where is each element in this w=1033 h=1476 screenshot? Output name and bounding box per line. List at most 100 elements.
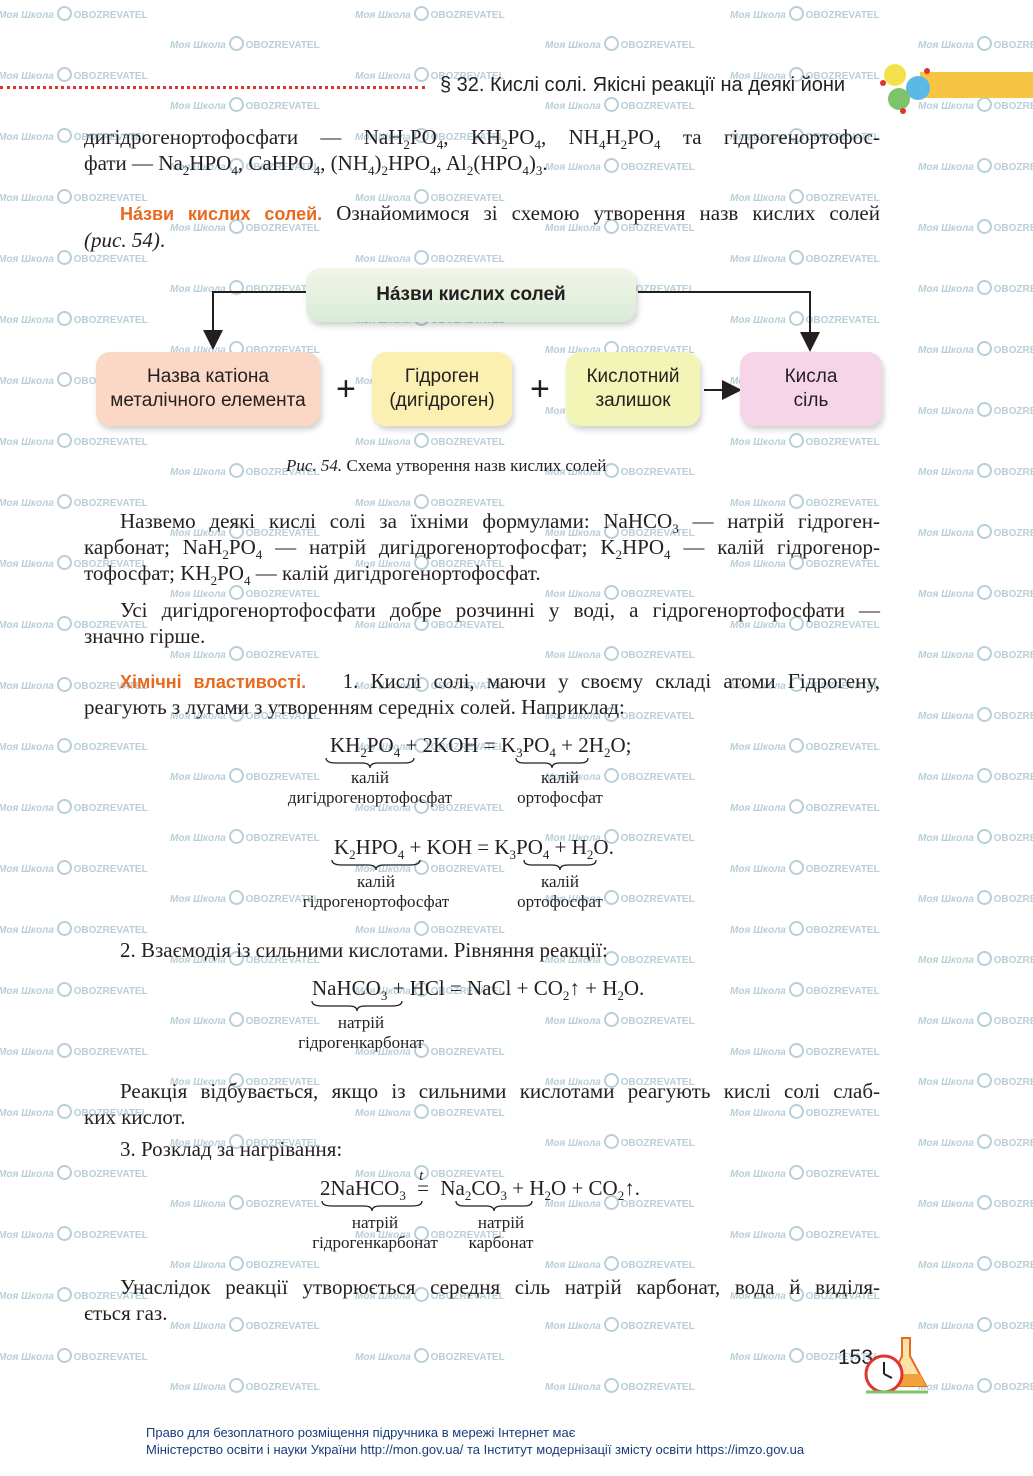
obozrevatel-logo-icon [788,921,804,936]
underbrace [311,1000,403,1012]
text-line: Усі дигідрогенортофосфати добре розчинні… [120,598,880,622]
watermark: Моя Школа OBOZREVATEL [0,311,148,326]
obozrevatel-logo-icon [788,1226,804,1241]
obozrevatel-logo-icon [603,1134,619,1149]
watermark: Моя Школа OBOZREVATEL [730,1348,880,1363]
obozrevatel-logo-icon [788,1287,804,1302]
watermark: Моя Школа OBOZREVATEL [355,799,505,814]
section-heading: Хімічні властивості. [120,672,307,692]
obozrevatel-logo-icon [976,463,992,478]
watermark: Моя Школа OBOZREVATEL [0,67,148,82]
watermark: Моя Школа OBOZREVATEL [730,311,880,326]
text-line: (рис. 54). [84,228,166,252]
underbrace [523,859,597,871]
obozrevatel-logo-icon [56,860,72,875]
obozrevatel-logo-icon [56,311,72,326]
watermark: Моя Школа OBOZREVATEL [0,1043,148,1058]
watermark: Моя Школа OBOZREVATEL [0,799,148,814]
obozrevatel-logo-icon [413,921,429,936]
obozrevatel-logo-icon [413,799,429,814]
figure-reference: (рис. 54) [84,228,160,252]
molecule-icon [876,58,936,118]
plus-sign: + [336,370,356,408]
underbrace [321,1200,423,1212]
obozrevatel-logo-icon [603,585,619,600]
obozrevatel-logo-icon [56,982,72,997]
obozrevatel-logo-icon [56,250,72,265]
watermark: Моя Школа OBOZREVATEL [170,1134,320,1149]
watermark: Моя Школа OBOZREVATEL [918,1317,1033,1332]
text-line: фати — Na2HPO4, CaHPO4, (NH4)2HPO4, Al2(… [84,151,548,178]
watermark: Моя Школа OBOZREVATEL [918,768,1033,783]
obozrevatel-logo-icon [56,1348,72,1363]
watermark: Моя Школа OBOZREVATEL [170,707,320,722]
watermark: Моя Школа OBOZREVATEL [730,738,880,753]
watermark: Моя Школа OBOZREVATEL [730,921,880,936]
obozrevatel-logo-icon [603,463,619,478]
obozrevatel-logo-icon [788,1104,804,1119]
obozrevatel-logo-icon [413,250,429,265]
watermark: Моя Школа OBOZREVATEL [730,860,880,875]
obozrevatel-logo-icon [413,128,429,143]
obozrevatel-logo-icon [603,829,619,844]
watermark: Моя Школа OBOZREVATEL [170,585,320,600]
watermark: Моя Школа OBOZREVATEL [355,860,505,875]
obozrevatel-logo-icon [228,585,244,600]
watermark: Моя Школа OBOZREVATEL [918,463,1033,478]
obozrevatel-logo-icon [56,372,72,387]
watermark: Моя Школа OBOZREVATEL [545,1256,695,1271]
obozrevatel-logo-icon [976,768,992,783]
obozrevatel-logo-icon [603,97,619,112]
obozrevatel-logo-icon [413,738,429,753]
obozrevatel-logo-icon [788,128,804,143]
watermark: Моя Школа OBOZREVATEL [170,36,320,51]
obozrevatel-logo-icon [788,494,804,509]
obozrevatel-logo-icon [976,280,992,295]
watermark: Моя Школа OBOZREVATEL [170,890,320,905]
obozrevatel-logo-icon [228,1195,244,1210]
text-line: карбонат; NaH2PO4 — натрій дигідрогенорт… [84,535,880,562]
underbrace [331,859,421,871]
obozrevatel-logo-icon [603,768,619,783]
watermark: Моя Школа OBOZREVATEL [355,1104,505,1119]
watermark: Моя Школа OBOZREVATEL [918,707,1033,722]
watermark: Моя Школа OBOZREVATEL [545,1317,695,1332]
header-dotted-line [0,86,425,89]
obozrevatel-logo-icon [603,1317,619,1332]
obozrevatel-logo-icon [603,219,619,234]
obozrevatel-logo-icon [603,646,619,661]
watermark: Моя Школа OBOZREVATEL [355,6,505,21]
obozrevatel-logo-icon [228,36,244,51]
underbrace [455,1200,533,1212]
figure-caption: Рис. 54. Схема утворення назв кислих сол… [286,456,607,475]
watermark: Моя Школа OBOZREVATEL [170,768,320,783]
obozrevatel-logo-icon [228,707,244,722]
obozrevatel-logo-icon [603,524,619,539]
watermark: Моя Школа OBOZREVATEL [918,1012,1033,1027]
obozrevatel-logo-icon [976,36,992,51]
watermark: Моя Школа OBOZREVATEL [170,1195,320,1210]
obozrevatel-logo-icon [56,677,72,692]
obozrevatel-logo-icon [603,158,619,173]
section-heading: Нáзви кислих солей. [120,204,323,224]
text-line: ких кислот. [84,1105,186,1129]
page-number: 153 [838,1346,874,1369]
text-line: Назвемо деякі кислі солі за їхніми форму… [120,509,880,536]
watermark: Моя Школа OBOZREVATEL [170,158,320,173]
watermark: Моя Школа OBOZREVATEL [918,1256,1033,1271]
watermark: Моя Школа OBOZREVATEL [355,433,505,448]
watermark: Моя Школа OBOZREVATEL [0,921,148,936]
obozrevatel-logo-icon [56,433,72,448]
watermark: Моя Школа OBOZREVATEL [0,738,148,753]
obozrevatel-logo-icon [788,1043,804,1058]
obozrevatel-logo-icon [976,158,992,173]
obozrevatel-logo-icon [976,585,992,600]
watermark: Моя Школа OBOZREVATEL [545,1073,695,1088]
watermark: Моя Школа OBOZREVATEL [0,1287,148,1302]
obozrevatel-logo-icon [413,1104,429,1119]
equation: 2NaHCO3 t= Na2CO3 + H2O + CO2↑. [320,1168,640,1202]
